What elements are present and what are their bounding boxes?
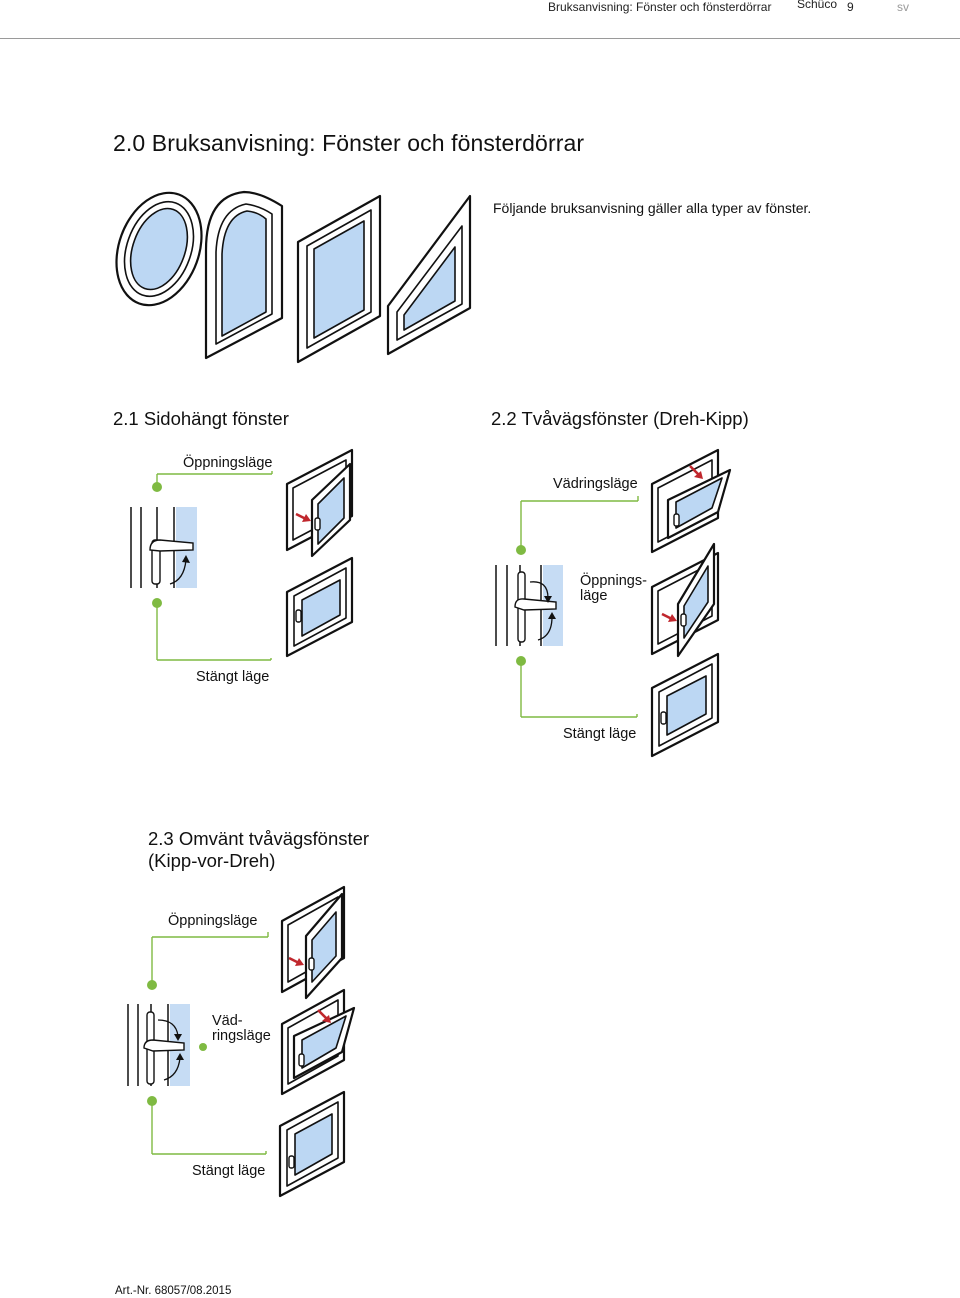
reverse-tilted-window [280, 988, 356, 1096]
header-title: Bruksanvisning: Fönster och fönsterdörra… [548, 0, 772, 14]
rectangular-window-illustration [296, 194, 382, 364]
reverse-tilt-label: Väd- ringsläge [212, 1013, 271, 1044]
reverse-handle-diagram [127, 1004, 190, 1086]
reverse-closed-window [278, 1090, 346, 1198]
turntilt-leader-lines [516, 496, 639, 718]
reverse-closed-label: Stängt läge [192, 1163, 266, 1179]
section-2-3-heading: 2.3 Omvänt tvåvägsfönster (Kipp-vor-Dreh… [148, 828, 370, 871]
reverse-leader-lines [147, 932, 269, 1155]
section-2-0-heading: 2.0 Bruksanvisning: Fönster och fönsterd… [113, 130, 585, 156]
header-page-number: 9 [847, 0, 854, 14]
sidehung-handle-diagram [130, 507, 197, 588]
sidehung-closed-window [285, 556, 354, 658]
reverse-open-window [280, 885, 346, 1000]
triangular-window-illustration [386, 194, 472, 356]
turntilt-tilt-label: Vädringsläge [553, 476, 638, 492]
oval-window-illustration [115, 191, 203, 307]
turntilt-closed-window [650, 652, 720, 758]
sidehung-open-label: Öppningsläge [183, 455, 273, 471]
section-2-1-heading: 2.1 Sidohängt fönster [113, 408, 289, 429]
turntilt-open-window [650, 542, 720, 658]
sidehung-open-window [285, 448, 354, 558]
turntilt-handle-diagram [495, 565, 563, 646]
sidehung-leader-lines [152, 471, 273, 661]
reverse-open-label: Öppningsläge [168, 913, 258, 929]
arched-window-illustration [204, 190, 284, 360]
header-language: sv [897, 0, 909, 14]
header-brand: Schüco [797, 0, 838, 11]
header-divider [0, 38, 960, 39]
sidehung-closed-label: Stängt läge [196, 669, 270, 685]
footer-article-number: Art.-Nr. 68057/08.2015 [115, 1285, 232, 1297]
section-2-2-heading: 2.2 Tvåvägsfönster (Dreh-Kipp) [491, 408, 749, 429]
turntilt-closed-label: Stängt läge [563, 726, 637, 742]
turntilt-open-label: Öppnings- läge [580, 573, 647, 604]
turntilt-tilted-window [650, 448, 732, 554]
section-2-0-intro: Följande bruksanvisning gäller alla type… [493, 200, 812, 216]
